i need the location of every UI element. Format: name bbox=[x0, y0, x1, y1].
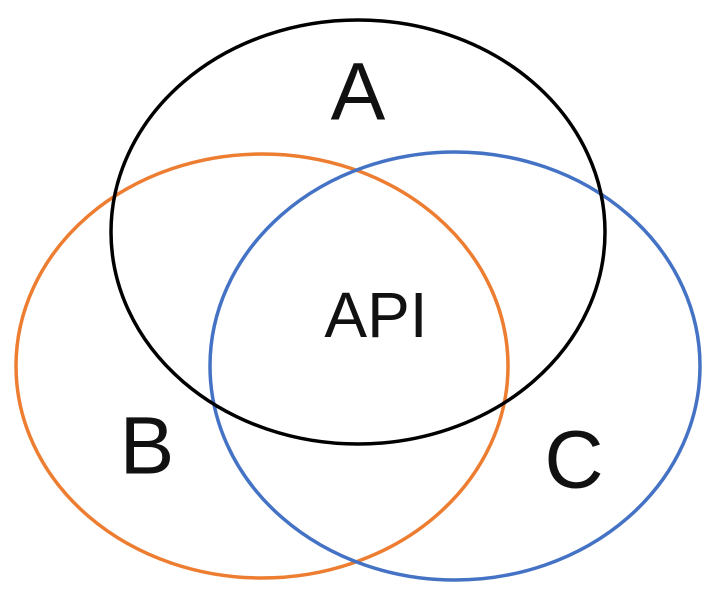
intersection-label: API bbox=[324, 279, 427, 351]
set-c-circle bbox=[208, 150, 702, 582]
set-b-label: B bbox=[120, 401, 175, 492]
set-a-circle bbox=[109, 18, 607, 446]
set-c-label: C bbox=[544, 415, 603, 506]
set-b-circle bbox=[14, 152, 510, 580]
set-a-label: A bbox=[331, 47, 386, 138]
